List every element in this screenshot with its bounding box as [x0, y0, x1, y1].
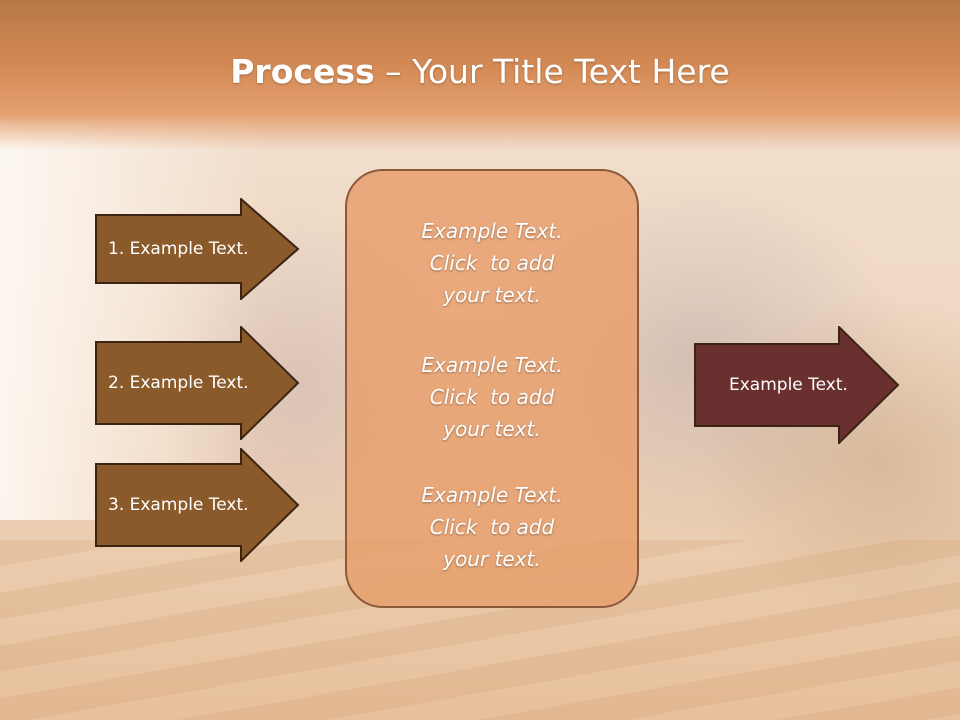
text-block-2: Example Text. Click to add your text.: [347, 349, 637, 445]
title-rest: – Your Title Text Here: [374, 52, 730, 91]
arrow-shape: [95, 448, 300, 562]
process-step-label: 3. Example Text.: [108, 495, 249, 515]
result-arrow[interactable]: Example Text.: [694, 326, 900, 444]
center-text-box[interactable]: Example Text. Click to add your text. Ex…: [345, 169, 639, 608]
text-line: Click to add: [429, 251, 555, 275]
background-highlight: [0, 120, 260, 520]
result-label: Example Text.: [729, 375, 848, 395]
arrow-shape: [694, 326, 900, 444]
text-line: Click to add: [429, 385, 555, 409]
arrow-shape: [95, 198, 300, 300]
text-line: your text.: [443, 547, 541, 571]
slide-title[interactable]: Process – Your Title Text Here: [0, 52, 960, 91]
header-band: [0, 0, 960, 150]
process-step-arrow-3[interactable]: 3. Example Text.: [95, 448, 300, 562]
text-line: Example Text.: [421, 483, 563, 507]
process-step-arrow-1[interactable]: 1. Example Text.: [95, 198, 300, 300]
process-step-label: 1. Example Text.: [108, 239, 249, 259]
arrow-shape: [95, 326, 300, 440]
text-line: your text.: [443, 417, 541, 441]
title-bold: Process: [230, 52, 375, 91]
process-step-label: 2. Example Text.: [108, 373, 249, 393]
text-line: Click to add: [429, 515, 555, 539]
text-line: your text.: [443, 283, 541, 307]
text-line: Example Text.: [421, 219, 563, 243]
text-line: Example Text.: [421, 353, 563, 377]
text-block-1: Example Text. Click to add your text.: [347, 215, 637, 311]
text-block-3: Example Text. Click to add your text.: [347, 479, 637, 575]
process-step-arrow-2[interactable]: 2. Example Text.: [95, 326, 300, 440]
